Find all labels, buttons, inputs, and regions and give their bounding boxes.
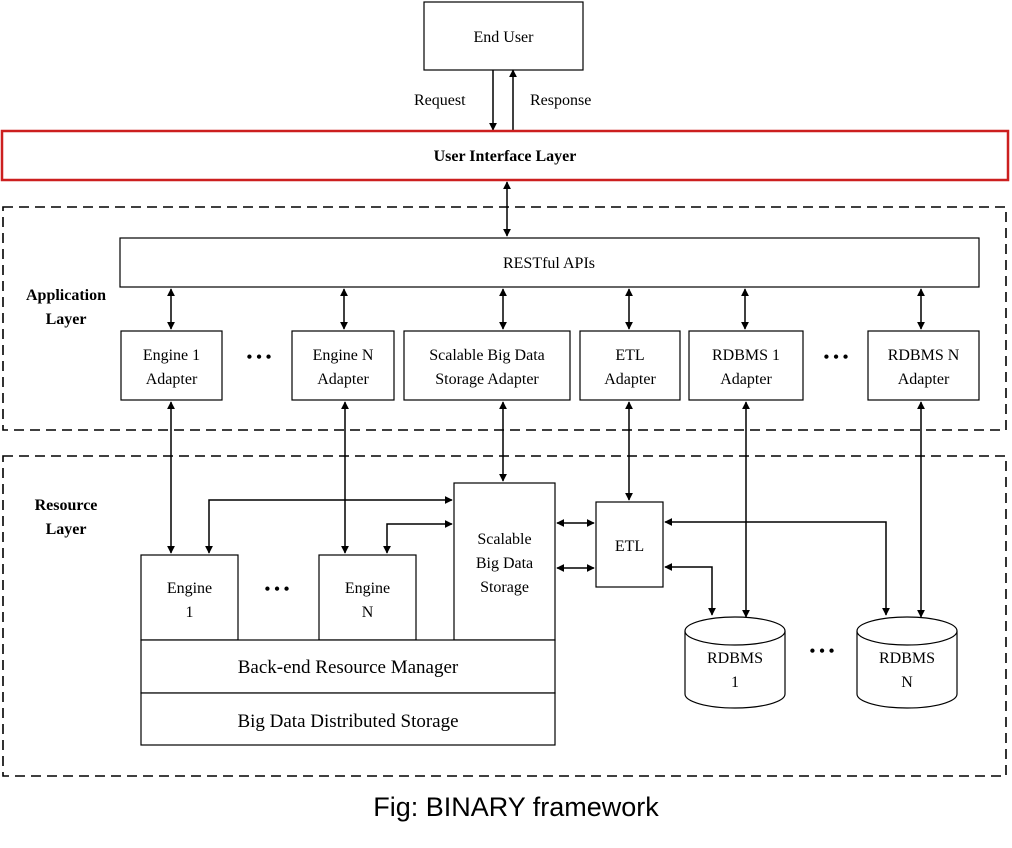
storage-adapter-label-line1: Scalable Big Data <box>429 347 545 364</box>
etl-rdbms1-link <box>664 563 716 616</box>
rdbms1-adapter-box <box>688 330 804 401</box>
adapters-ellipsis-left: • • • <box>247 349 272 366</box>
engine1-storage-link <box>205 496 453 554</box>
big-data-distributed-storage-label: Big Data Distributed Storage <box>237 711 458 732</box>
engine1-box <box>140 554 239 641</box>
rdbms1-label-line2: 1 <box>731 674 739 691</box>
etl-adapter-box <box>579 330 681 401</box>
etl-box <box>595 501 664 588</box>
engineN-box <box>318 554 417 641</box>
end-user-label: End User <box>474 29 535 46</box>
scalable-storage-label-line2: Big Data <box>476 555 533 572</box>
etl-adapter-label-line1: ETL <box>615 347 644 364</box>
adapters-ellipsis-right: • • • <box>824 349 849 366</box>
engine1-adapter-label-line2: Adapter <box>146 371 198 388</box>
rdbms1-adapter-label-line2: Adapter <box>720 371 772 388</box>
engines-ellipsis: • • • <box>265 581 290 598</box>
engine1-adapter-box <box>120 330 223 401</box>
scalable-storage-label-line3: Storage <box>480 579 529 596</box>
restful-apis-label: RESTful APIs <box>503 255 595 272</box>
response-label: Response <box>530 92 591 109</box>
engineN-adapter-box <box>291 330 395 401</box>
end-user-box <box>423 1 584 71</box>
engine1-adapter-label-line1: Engine 1 <box>143 347 200 364</box>
engine1-label-line1: Engine <box>167 580 212 597</box>
rdbmsN-adapter-box <box>867 330 980 401</box>
scalable-storage-label-line1: Scalable <box>477 531 531 548</box>
application-layer-region <box>2 206 1007 431</box>
etl-rdbmsN-link <box>664 518 890 616</box>
rdbmsN-label-line2: N <box>901 674 913 691</box>
engine1-label-line2: 1 <box>186 604 194 621</box>
user-interface-layer-label: User Interface Layer <box>434 148 577 165</box>
rdbmsN-database-icon <box>856 616 958 709</box>
big-data-distributed-storage-box <box>140 692 556 746</box>
engineN-label-line2: N <box>362 604 374 621</box>
figure-caption: Fig: BINARY framework <box>373 792 659 822</box>
rdbms1-adapter-label-line1: RDBMS 1 <box>712 347 780 364</box>
rdbmsN-adapter-label-line1: RDBMS N <box>888 347 960 364</box>
scalable-storage-box <box>453 482 556 641</box>
etl-adapter-label-line2: Adapter <box>604 371 656 388</box>
rdbmsN-adapter-label-line2: Adapter <box>898 371 950 388</box>
etl-label: ETL <box>615 538 644 555</box>
backend-resource-manager-label: Back-end Resource Manager <box>238 657 459 678</box>
engineN-label-line1: Engine <box>345 580 390 597</box>
restful-apis-box <box>119 237 980 288</box>
rdbmsN-label-line1: RDBMS <box>879 650 935 667</box>
user-interface-layer-box <box>0 129 1010 182</box>
engineN-adapter-label-line1: Engine N <box>313 347 374 364</box>
resource-layer-label-line2: Layer <box>46 521 87 538</box>
rdbms1-label-line1: RDBMS <box>707 650 763 667</box>
application-layer-label-line1: Application <box>26 287 106 304</box>
rdbms-ellipsis: • • • <box>810 643 835 660</box>
application-layer-label-line2: Layer <box>46 311 87 328</box>
engineN-storage-link <box>383 520 453 554</box>
storage-adapter-box <box>403 330 571 401</box>
rdbms1-database-icon <box>684 616 786 709</box>
request-label: Request <box>414 92 466 109</box>
resource-layer-label-line1: Resource <box>35 497 98 514</box>
engineN-adapter-label-line2: Adapter <box>317 371 369 388</box>
storage-adapter-label-line2: Storage Adapter <box>435 371 539 388</box>
backend-resource-manager-box <box>140 639 556 694</box>
